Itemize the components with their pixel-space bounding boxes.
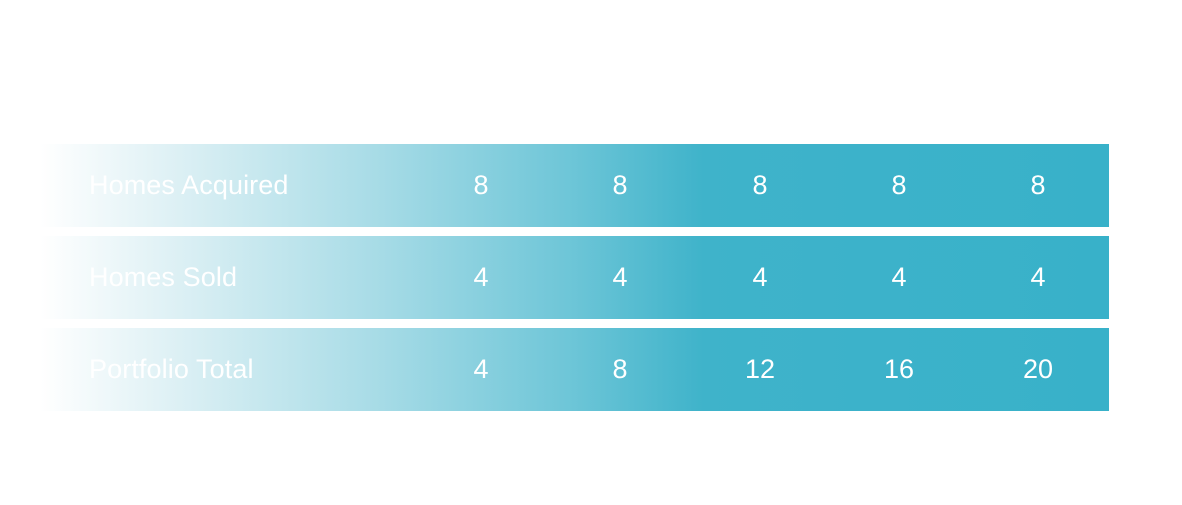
table-cell: 4 — [752, 262, 768, 292]
table-row-homes-acquired: Homes Acquired 8 8 8 8 8 — [40, 144, 1109, 227]
table-cell: 8 — [612, 354, 628, 384]
row-label: Homes Sold — [89, 262, 238, 292]
table-cell: 4 — [612, 262, 628, 292]
table-cell: 4 — [473, 354, 489, 384]
table-cell: 16 — [883, 354, 915, 384]
table-cell: 12 — [744, 354, 776, 384]
data-table: Homes Acquired 8 8 8 8 8 Homes Sold 4 4 … — [40, 144, 1109, 411]
table-cell: 4 — [1030, 262, 1046, 292]
row-label: Portfolio Total — [89, 354, 254, 384]
table-cell: 8 — [473, 170, 489, 200]
table-cell: 4 — [891, 262, 907, 292]
table-row-portfolio-total: Portfolio Total 4 8 12 16 20 — [40, 328, 1109, 411]
table-cell: 4 — [473, 262, 489, 292]
row-label: Homes Acquired — [89, 170, 289, 200]
table-row-homes-sold: Homes Sold 4 4 4 4 4 — [40, 236, 1109, 319]
table-cell: 20 — [1022, 354, 1054, 384]
table-cell: 8 — [1030, 170, 1046, 200]
table-cell: 8 — [752, 170, 768, 200]
table-cell: 8 — [891, 170, 907, 200]
table-cell: 8 — [612, 170, 628, 200]
